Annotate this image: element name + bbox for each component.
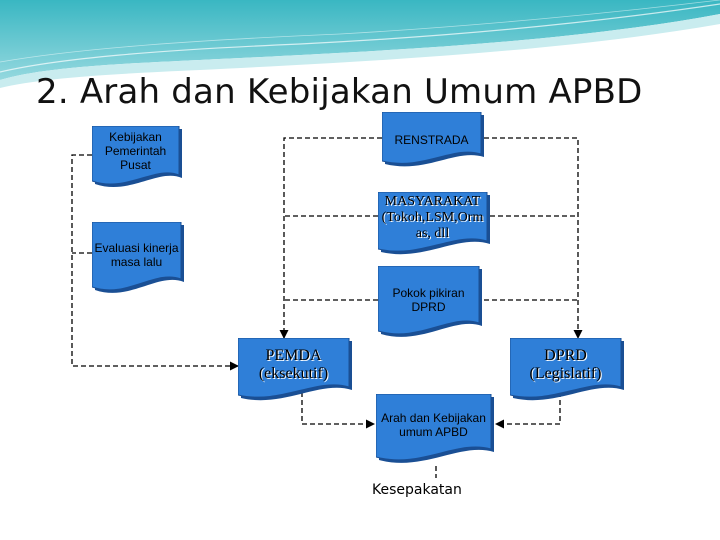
- node-label: PEMDA (eksekutif): [238, 338, 349, 392]
- node-dprd: DPRD (Legislatif): [510, 338, 626, 404]
- node-label: Pokok pikiran DPRD: [378, 268, 479, 334]
- node-pemda: PEMDA (eksekutif): [238, 338, 354, 404]
- node-pokok-pikiran-dprd: Pokok pikiran DPRD: [378, 266, 484, 342]
- connector-renstrada-to-dprd: [484, 138, 578, 338]
- node-arah-kebijakan-apbd: Arah dan Kebijakan umum APBD: [376, 394, 496, 468]
- node-evaluasi-kinerja: Evaluasi kinerja masa lalu: [92, 222, 186, 298]
- node-kebijakan-pemerintah-pusat: Kebijakan Pemerintah Pusat: [92, 126, 184, 190]
- kesepakatan-label: Kesepakatan: [372, 482, 462, 498]
- node-label: Evaluasi kinerja masa lalu: [92, 222, 181, 290]
- node-label: DPRD (Legislatif): [510, 338, 621, 392]
- node-label: RENSTRADA: [382, 134, 481, 150]
- node-label: Kebijakan Pemerintah Pusat: [92, 126, 179, 178]
- node-masyarakat: MASYARAKAT (Tokoh,LSM,Orm as, dll: [378, 192, 492, 258]
- connector-renstrada-to-pemda: [284, 138, 382, 338]
- node-label: Arah dan Kebijakan umum APBD: [376, 394, 491, 458]
- node-label: MASYARAKAT (Tokoh,LSM,Orm as, dll: [378, 192, 487, 244]
- node-renstrada: RENSTRADA: [382, 112, 486, 170]
